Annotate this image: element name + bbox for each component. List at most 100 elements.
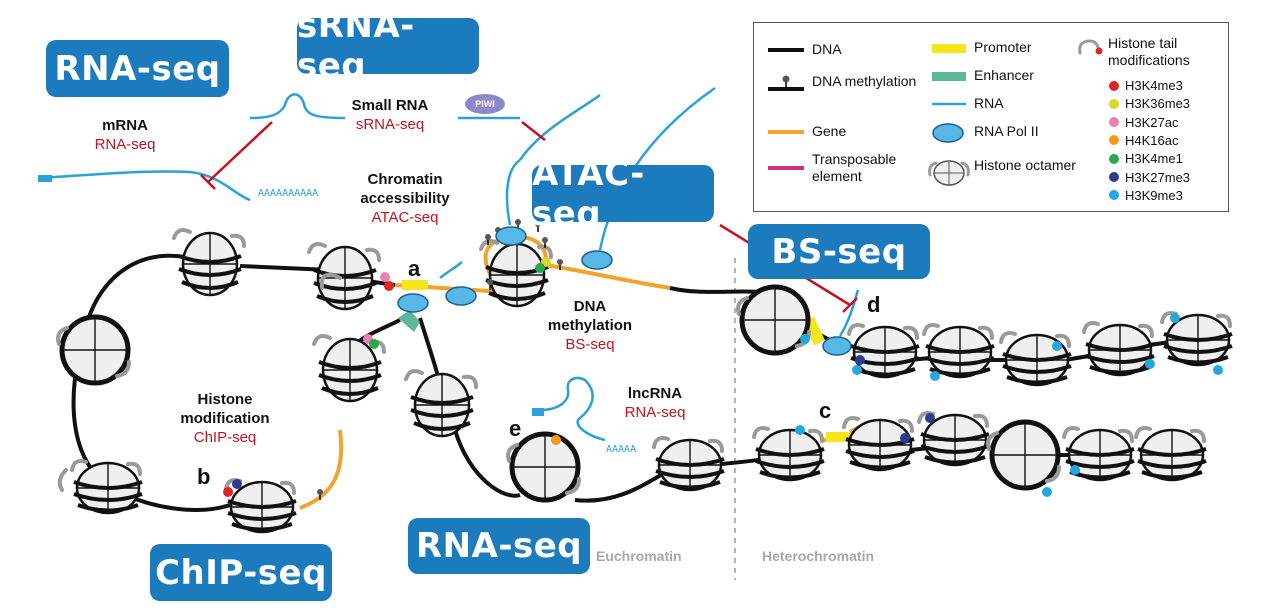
legend-label-rna: RNA bbox=[974, 95, 1004, 111]
legend-item-rna-pol-ii: RNA Pol II bbox=[926, 123, 1084, 153]
modification-dot-icon bbox=[1109, 172, 1119, 182]
histone-octamer-icon bbox=[928, 160, 970, 186]
label-chromatin-line1: Chromatin bbox=[367, 171, 443, 188]
poly-a-tail-lncrna: AAAAA bbox=[606, 444, 637, 455]
dna-line-icon bbox=[768, 48, 804, 52]
piwi-protein: PIWI bbox=[465, 94, 505, 114]
panel-letter-b: b bbox=[197, 464, 211, 489]
poly-a-tail: AAAAAAAAAA bbox=[258, 188, 319, 199]
legend-label-dna: DNA bbox=[812, 41, 842, 57]
region-heterochromatin: Heterochromatin bbox=[762, 548, 875, 564]
legend-modification-item: H3K36me3 bbox=[1109, 95, 1190, 112]
nucleosome bbox=[922, 323, 996, 379]
modification-label: H3K27me3 bbox=[1125, 169, 1191, 185]
modification-label: H3K4me3 bbox=[1125, 78, 1183, 93]
histone-tail-icon bbox=[1078, 39, 1103, 55]
label-small-rna-name: Small RNA bbox=[351, 97, 429, 114]
panel-letter-d: d bbox=[867, 292, 881, 317]
badge-chip-seq: ChIP-seq bbox=[150, 544, 332, 601]
label-chromatin-line2: accessibility bbox=[360, 190, 450, 207]
modification-dot-icon bbox=[1109, 117, 1119, 128]
legend-modification-item: H3K27ac bbox=[1109, 114, 1178, 131]
dna-methylation-icon bbox=[768, 75, 804, 91]
nucleosome-face bbox=[58, 317, 129, 383]
legend-label-histone-tail: Histone tail modifications bbox=[1108, 35, 1190, 68]
nucleosome bbox=[842, 416, 916, 472]
label-lncrna-name: lncRNA bbox=[627, 385, 683, 402]
legend-modification-item: H3K9me3 bbox=[1109, 187, 1183, 204]
legend-item-dna-methylation: DNA methylation bbox=[764, 73, 922, 103]
label-mrna-method: RNA-seq bbox=[94, 136, 156, 153]
modification-dot-icon bbox=[1109, 80, 1119, 91]
legend-label-dna-methylation: DNA methylation bbox=[812, 73, 917, 89]
label-lncrna: lncRNA RNA-seq bbox=[600, 384, 710, 422]
label-small-rna: Small RNA sRNA-seq bbox=[335, 96, 445, 134]
label-small-rna-method: sRNA-seq bbox=[355, 116, 425, 133]
nucleosome bbox=[172, 228, 246, 297]
legend-modification-item: H3K4me1 bbox=[1109, 150, 1183, 167]
legend-item-rna: RNA bbox=[926, 95, 1084, 125]
legend-item-gene: Gene bbox=[764, 123, 922, 153]
legend-label-transposable-element: Transposable element bbox=[812, 151, 897, 184]
modification-dot-icon bbox=[1109, 190, 1119, 201]
rna-pol-ii-icon bbox=[932, 123, 964, 143]
badge-srna-seq: sRNA-seq bbox=[297, 6, 479, 86]
badge-bs-seq: BS-seq bbox=[748, 224, 930, 279]
legend-item-histone-tail: Histone tail modifications bbox=[1072, 35, 1226, 69]
legend-item-histone-octamer: Histone octamer bbox=[926, 157, 1084, 187]
nucleosome-face bbox=[508, 434, 579, 500]
label-dna-methylation: DNA methylation BS-seq bbox=[520, 297, 660, 354]
legend-modification-item: H3K27me3 bbox=[1109, 169, 1190, 186]
promoter-block-c bbox=[826, 432, 852, 442]
label-histone-modification: Histone modification ChIP-seq bbox=[150, 390, 300, 447]
nucleosome bbox=[404, 369, 478, 438]
enhancer-block-a bbox=[398, 310, 420, 332]
promoter-block-a bbox=[402, 280, 428, 290]
nucleosome bbox=[1082, 321, 1156, 377]
promoter-icon bbox=[932, 44, 966, 53]
enhancer-icon bbox=[932, 72, 966, 81]
label-chromatin-accessibility: Chromatin accessibility ATAC-seq bbox=[340, 170, 470, 227]
legend: DNA DNA methylation Gene Transposable el… bbox=[753, 22, 1229, 212]
modification-label: H3K4me1 bbox=[1125, 151, 1183, 167]
label-dna-methylation-line2: methylation bbox=[547, 317, 633, 334]
modification-label: H3K27ac bbox=[1125, 114, 1179, 130]
legend-item-enhancer: Enhancer bbox=[926, 67, 1084, 97]
modification-label: H3K9me3 bbox=[1125, 187, 1183, 203]
label-mrna-name: mRNA bbox=[102, 117, 148, 134]
label-histone-line1: Histone bbox=[197, 391, 253, 408]
label-histone-method: ChIP-seq bbox=[193, 429, 257, 446]
legend-label-histone-octamer: Histone octamer bbox=[974, 157, 1076, 173]
modification-label: H3K36me3 bbox=[1125, 96, 1191, 112]
badge-rna-seq-top: RNA-seq bbox=[46, 40, 229, 97]
label-dna-methylation-line1: DNA bbox=[573, 298, 607, 315]
nucleosome bbox=[652, 436, 726, 492]
panel-letter-a: a bbox=[408, 256, 421, 281]
nucleosome-face bbox=[988, 422, 1059, 488]
panel-letter-c: c bbox=[819, 398, 832, 423]
legend-label-enhancer: Enhancer bbox=[974, 67, 1034, 83]
transposable-element-icon bbox=[768, 166, 804, 170]
modification-dot-icon bbox=[1109, 135, 1119, 146]
legend-modification-item: H4K16ac bbox=[1109, 132, 1178, 149]
label-chromatin-method: ATAC-seq bbox=[371, 209, 439, 226]
nucleosome bbox=[752, 426, 826, 482]
panel-letter-e: e bbox=[509, 416, 522, 441]
legend-label-promoter: Promoter bbox=[974, 39, 1032, 55]
nucleosome bbox=[999, 331, 1073, 387]
label-histone-line2: modification bbox=[180, 410, 270, 427]
legend-item-promoter: Promoter bbox=[926, 39, 1084, 69]
gene-line-icon bbox=[768, 130, 804, 134]
label-lncrna-method: RNA-seq bbox=[624, 404, 686, 421]
legend-label-gene: Gene bbox=[812, 123, 847, 139]
modification-label: H4K16ac bbox=[1125, 132, 1179, 148]
label-dna-methylation-method: BS-seq bbox=[565, 336, 615, 353]
modification-dot-icon bbox=[1109, 98, 1119, 109]
legend-label-rna-pol-ii: RNA Pol II bbox=[974, 123, 1039, 139]
legend-item-dna: DNA bbox=[764, 41, 922, 71]
label-mrna: mRNA RNA-seq bbox=[70, 116, 180, 154]
nucleosome bbox=[307, 242, 381, 311]
